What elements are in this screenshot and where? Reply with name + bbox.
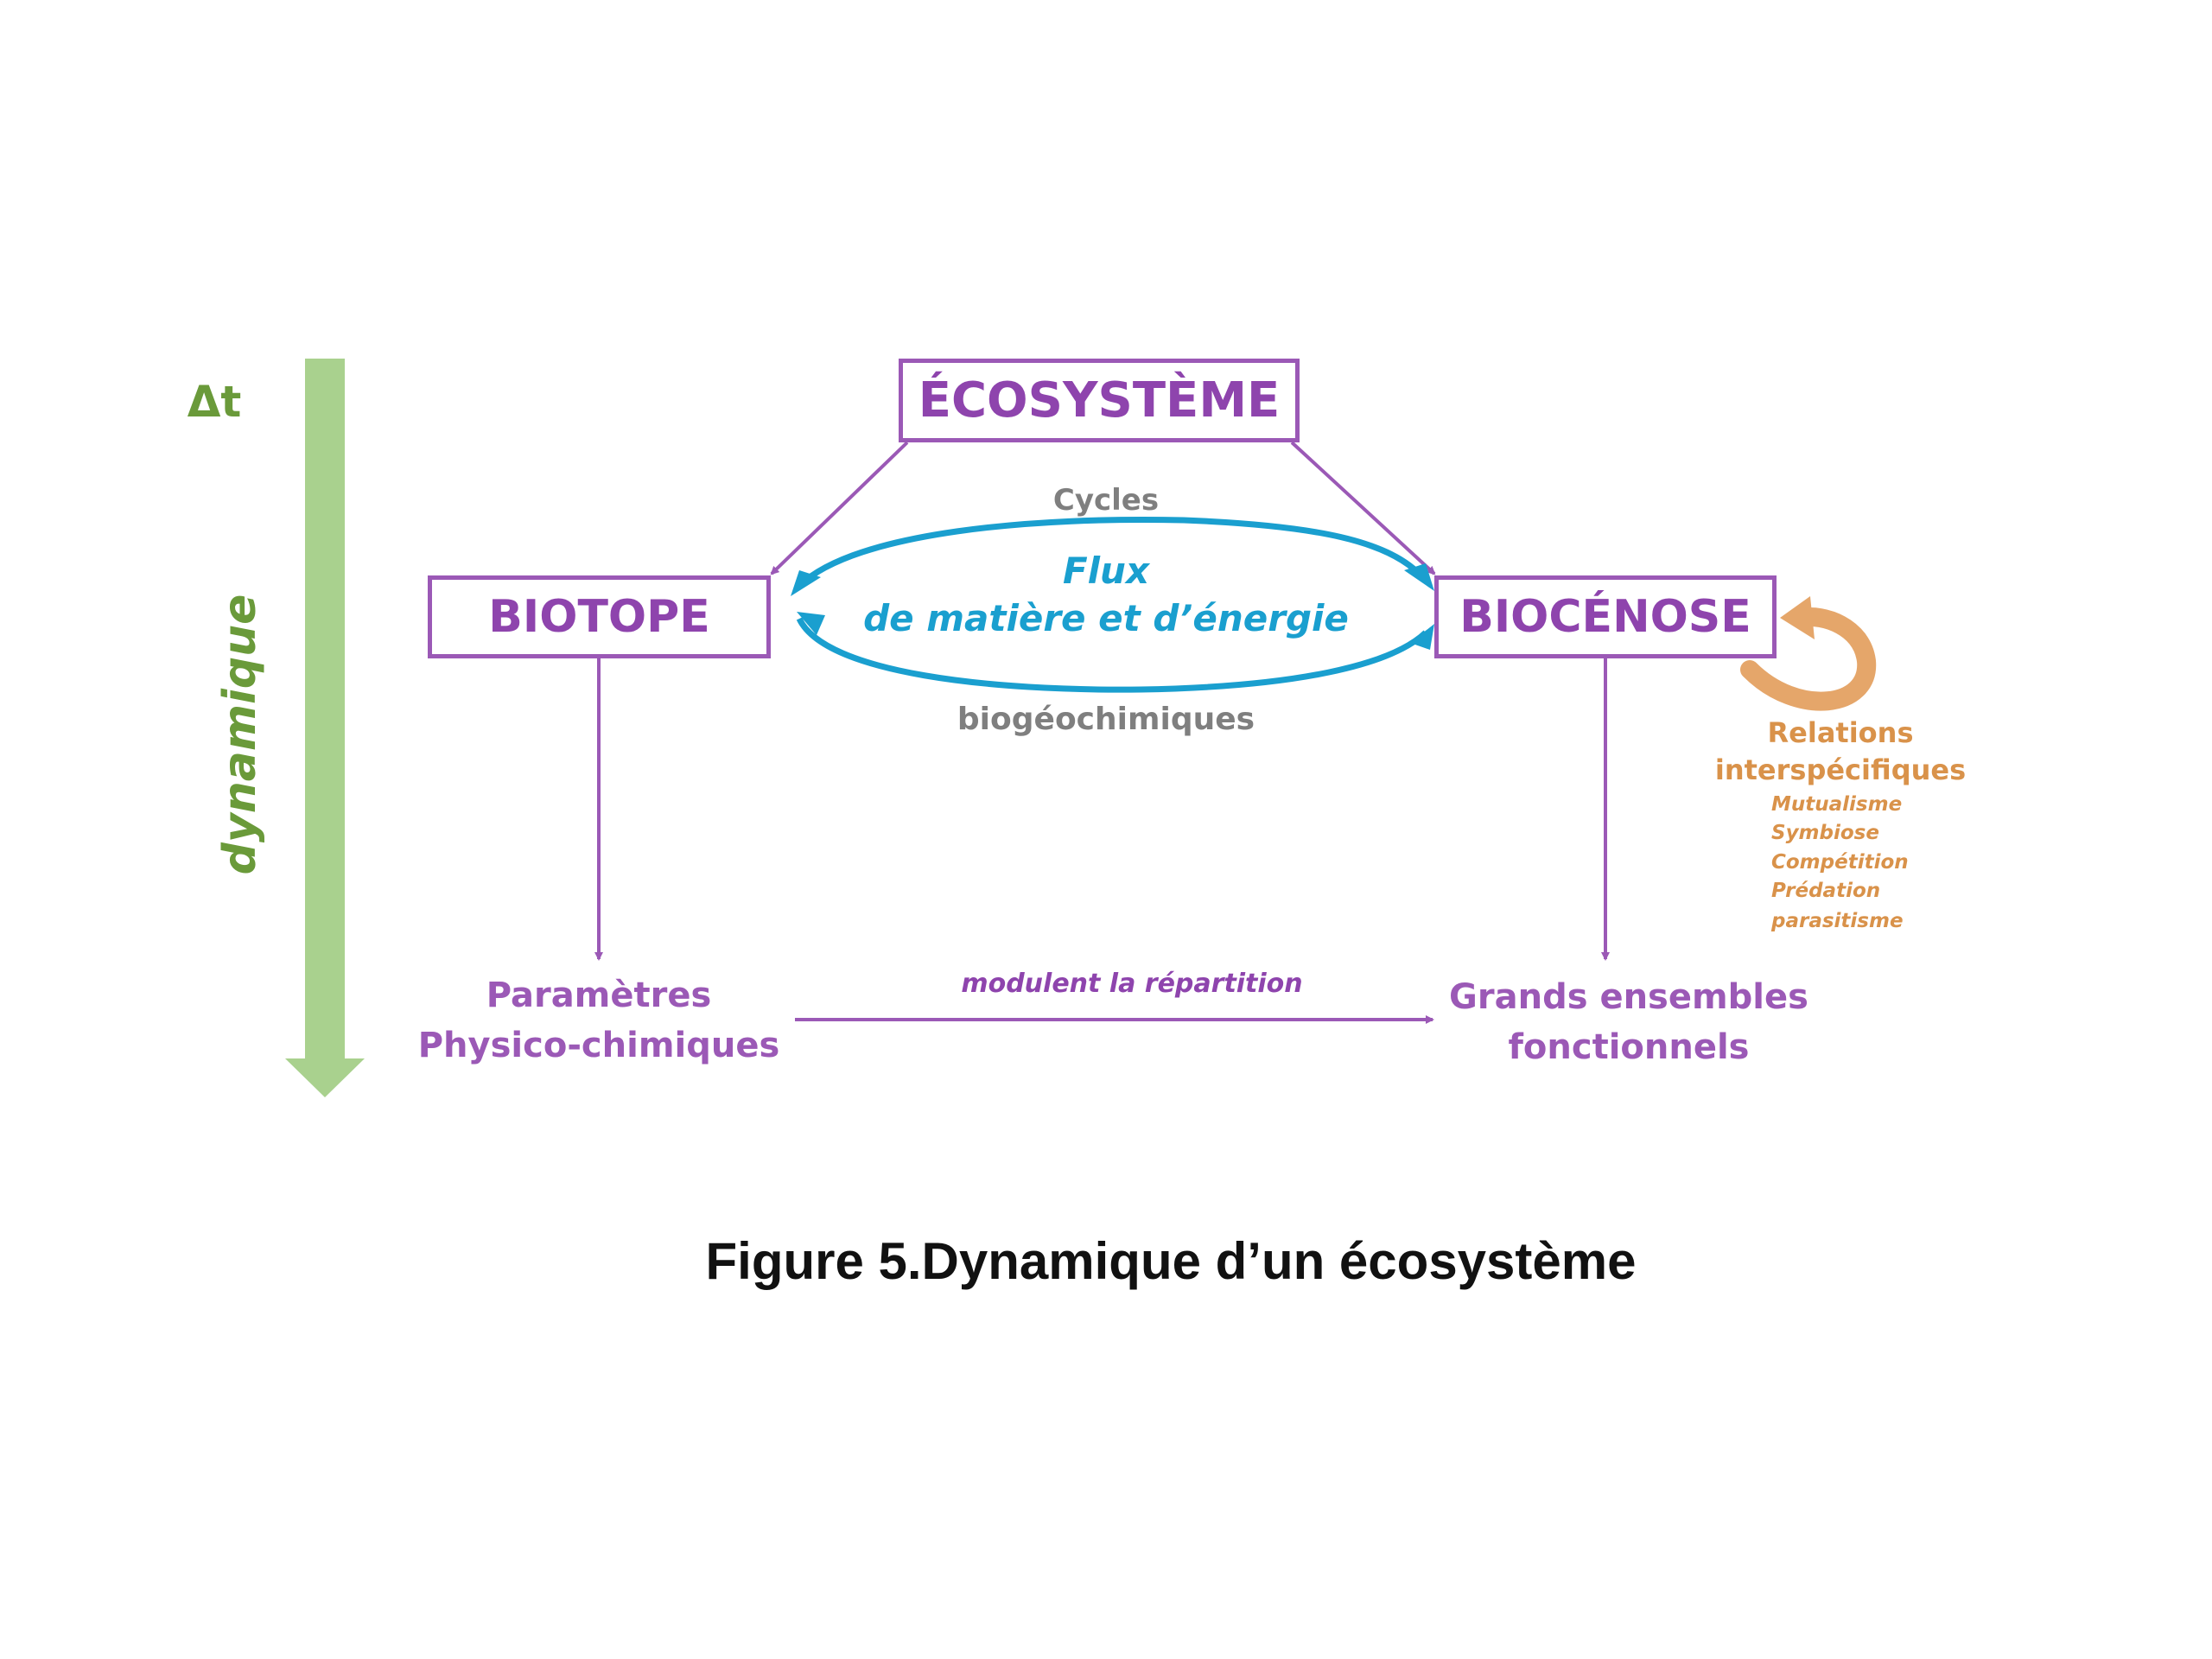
ecosysteme-label: ÉCOSYSTÈME (918, 372, 1281, 429)
ecosysteme-box: ÉCOSYSTÈME (899, 359, 1300, 442)
relation-item: Mutualisme (1771, 793, 1903, 816)
biogeochimiques-label: biogéochimiques (957, 702, 1255, 737)
parametres-label-line1: Paramètres (486, 976, 712, 1015)
biotope-box: BIOTOPE (428, 575, 771, 658)
grands-ensembles-line1: Grands ensembles (1449, 977, 1808, 1017)
cycles-label: Cycles (1052, 483, 1160, 518)
biotope-label: BIOTOPE (488, 591, 710, 643)
relations-label-line1: Relations (1767, 716, 1914, 749)
modulent-label: modulent la répartition (961, 969, 1303, 999)
flux-label-line2: de matière et d’énergie (863, 597, 1349, 639)
cycle-flux-arrows (791, 516, 1434, 693)
biocenose-box: BIOCÉNOSE (1434, 575, 1777, 658)
relation-item: Prédation (1771, 880, 1881, 902)
dynamic-label: dynamique (214, 594, 266, 875)
figure-caption: Figure 5.Dynamique d’un écosystème (705, 1232, 1637, 1290)
ecosysteme-to-biotope-arrow (770, 441, 909, 575)
time-label: Δt (187, 377, 242, 427)
time-arrow (285, 359, 365, 1097)
flux-label-line1: Flux (1062, 550, 1150, 592)
ecosysteme-to-biocenose-arrow (1290, 441, 1436, 575)
relations-label-line2: interspécifiques (1714, 753, 1967, 786)
grands-ensembles-line2: fonctionnels (1508, 1027, 1750, 1067)
relation-item: parasitisme (1771, 910, 1904, 932)
biocenose-label: BIOCÉNOSE (1459, 591, 1751, 643)
relations-loop-arrow (1740, 596, 1877, 711)
parametres-label-line2: Physico-chimiques (417, 1026, 780, 1065)
relation-item: Symbiose (1771, 822, 1879, 844)
relation-item: Compétition (1771, 851, 1909, 874)
